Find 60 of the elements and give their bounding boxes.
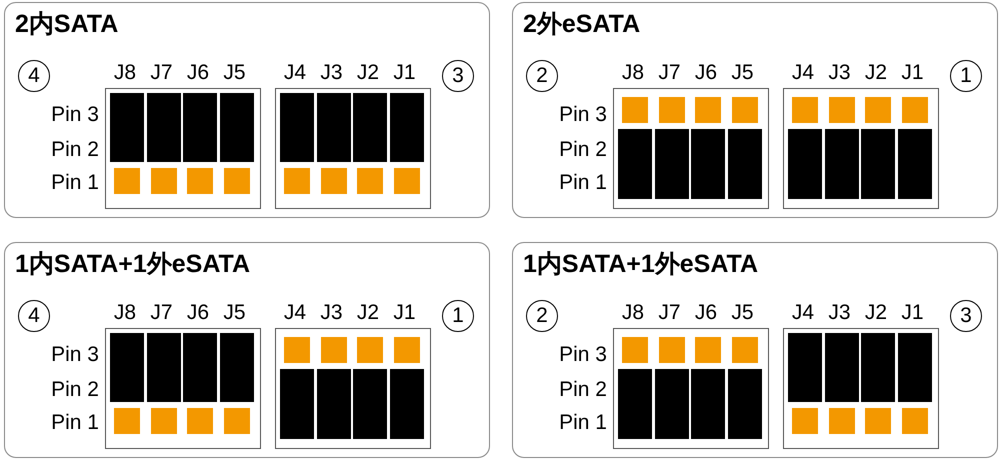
panel — [512, 2, 998, 218]
jumper-label: J8 — [112, 61, 138, 85]
jumper-label: J2 — [356, 61, 380, 85]
pin-label: Pin 3 — [558, 343, 607, 367]
jumper-label: J4 — [790, 301, 816, 325]
pin-label: Pin 2 — [558, 138, 607, 162]
jumper-label: J7 — [149, 61, 174, 85]
pin-label: Pin 1 — [558, 411, 607, 435]
title: 1内SATA+1外eSATA — [15, 249, 250, 279]
circled-number: 4 — [18, 60, 50, 92]
jumper-label: J8 — [112, 301, 138, 325]
jumper-label: J7 — [149, 301, 174, 325]
circled-number: 1 — [442, 300, 474, 332]
title: 2内SATA — [15, 9, 118, 39]
jumper-label: J7 — [657, 301, 682, 325]
jumper-label: J6 — [694, 61, 718, 85]
jumper-label: J5 — [730, 301, 755, 325]
pin-label: Pin 1 — [50, 171, 99, 195]
panel — [512, 242, 998, 458]
pin-label: Pin 3 — [50, 343, 99, 367]
title: 1内SATA+1外eSATA — [523, 249, 758, 279]
jumper-label: J6 — [186, 61, 210, 85]
pin-label: Pin 2 — [50, 378, 99, 402]
jumper-label: J3 — [827, 301, 852, 325]
pin-label: Pin 2 — [558, 378, 607, 402]
circled-number: 4 — [18, 300, 50, 332]
jumper-label: J8 — [620, 301, 646, 325]
jumper-label: J4 — [282, 301, 308, 325]
jumper-label: J3 — [827, 61, 852, 85]
jumper-label: J6 — [186, 301, 210, 325]
jumper-label: J7 — [657, 61, 682, 85]
jumper-label: J4 — [282, 61, 308, 85]
circled-number: 2 — [526, 300, 558, 332]
pin-label: Pin 3 — [50, 103, 99, 127]
title: 2外eSATA — [523, 9, 640, 39]
jumper-label: J4 — [790, 61, 816, 85]
jumper-label: J2 — [864, 301, 888, 325]
jumper-label: J2 — [864, 61, 888, 85]
jumper-label: J5 — [222, 301, 247, 325]
jumper-label: J3 — [319, 301, 344, 325]
jumper-label: J1 — [900, 61, 925, 85]
panel — [4, 242, 490, 458]
jumper-label: J2 — [356, 301, 380, 325]
jumper-label: J1 — [392, 61, 417, 85]
circled-number: 3 — [950, 300, 982, 332]
panel — [4, 2, 490, 218]
circled-number: 1 — [950, 60, 982, 92]
jumper-label: J8 — [620, 61, 646, 85]
pin-label: Pin 1 — [50, 411, 99, 435]
pin-label: Pin 2 — [50, 138, 99, 162]
pin-label: Pin 1 — [558, 171, 607, 195]
jumper-label: J1 — [900, 301, 925, 325]
jumper-label: J5 — [730, 61, 755, 85]
circled-number: 3 — [442, 60, 474, 92]
pin-label: Pin 3 — [558, 103, 607, 127]
circled-number: 2 — [526, 60, 558, 92]
jumper-label: J1 — [392, 301, 417, 325]
jumper-label: J6 — [694, 301, 718, 325]
jumper-label: J5 — [222, 61, 247, 85]
jumper-label: J3 — [319, 61, 344, 85]
